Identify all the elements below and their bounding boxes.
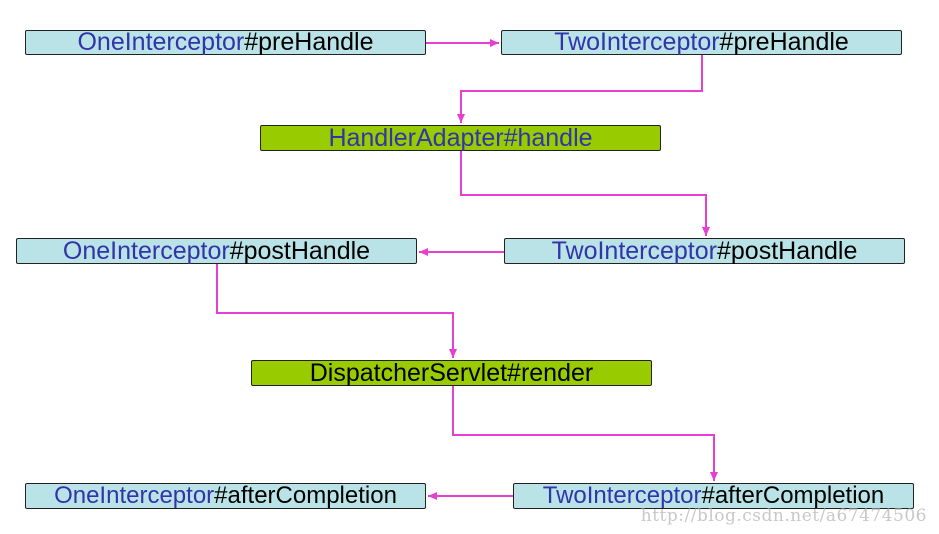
node-two-interceptor-prehandle: TwoInterceptor#preHandle bbox=[501, 30, 902, 55]
node-dispatcher-servlet-render: DispatcherServlet#render bbox=[251, 360, 652, 386]
node-one-interceptor-posthandle: OneInterceptor#postHandle bbox=[16, 238, 417, 264]
node-class-label: TwoInterceptor bbox=[542, 482, 702, 509]
node-two-interceptor-aftercompletion: TwoInterceptor#afterCompletion bbox=[513, 483, 914, 509]
node-class-label: HandlerAdapter bbox=[328, 123, 504, 152]
node-method-label: #preHandle bbox=[719, 28, 849, 56]
node-method-label: #preHandle bbox=[244, 28, 374, 56]
arrow-render-to-two-after bbox=[452, 386, 718, 481]
node-method-label: #postHandle bbox=[716, 236, 858, 265]
node-class-label: TwoInterceptor bbox=[551, 236, 717, 265]
node-class-label: OneInterceptor bbox=[54, 482, 215, 509]
watermark: http://blog.csdn.net/a67474506 bbox=[640, 506, 927, 526]
node-method-label: #afterCompletion bbox=[701, 482, 885, 509]
node-two-interceptor-posthandle: TwoInterceptor#postHandle bbox=[504, 238, 905, 264]
node-one-interceptor-aftercompletion: OneInterceptor#afterCompletion bbox=[25, 483, 426, 509]
arrow-two-pre-to-adapter bbox=[457, 55, 703, 123]
node-class-label: OneInterceptor bbox=[62, 236, 230, 265]
node-method-label: #postHandle bbox=[229, 236, 371, 265]
node-label: DispatcherServlet#render bbox=[309, 358, 594, 387]
node-class-label: OneInterceptor bbox=[77, 28, 245, 56]
arrow-adapter-to-two-post bbox=[460, 151, 710, 236]
node-one-interceptor-prehandle: OneInterceptor#preHandle bbox=[25, 30, 426, 55]
node-class-label: TwoInterceptor bbox=[554, 28, 720, 56]
node-method-label: #handle bbox=[503, 123, 593, 152]
arrow-one-post-to-render bbox=[216, 264, 457, 358]
node-method-label: #afterCompletion bbox=[214, 482, 397, 509]
node-handler-adapter-handle: HandlerAdapter#handle bbox=[260, 125, 661, 151]
